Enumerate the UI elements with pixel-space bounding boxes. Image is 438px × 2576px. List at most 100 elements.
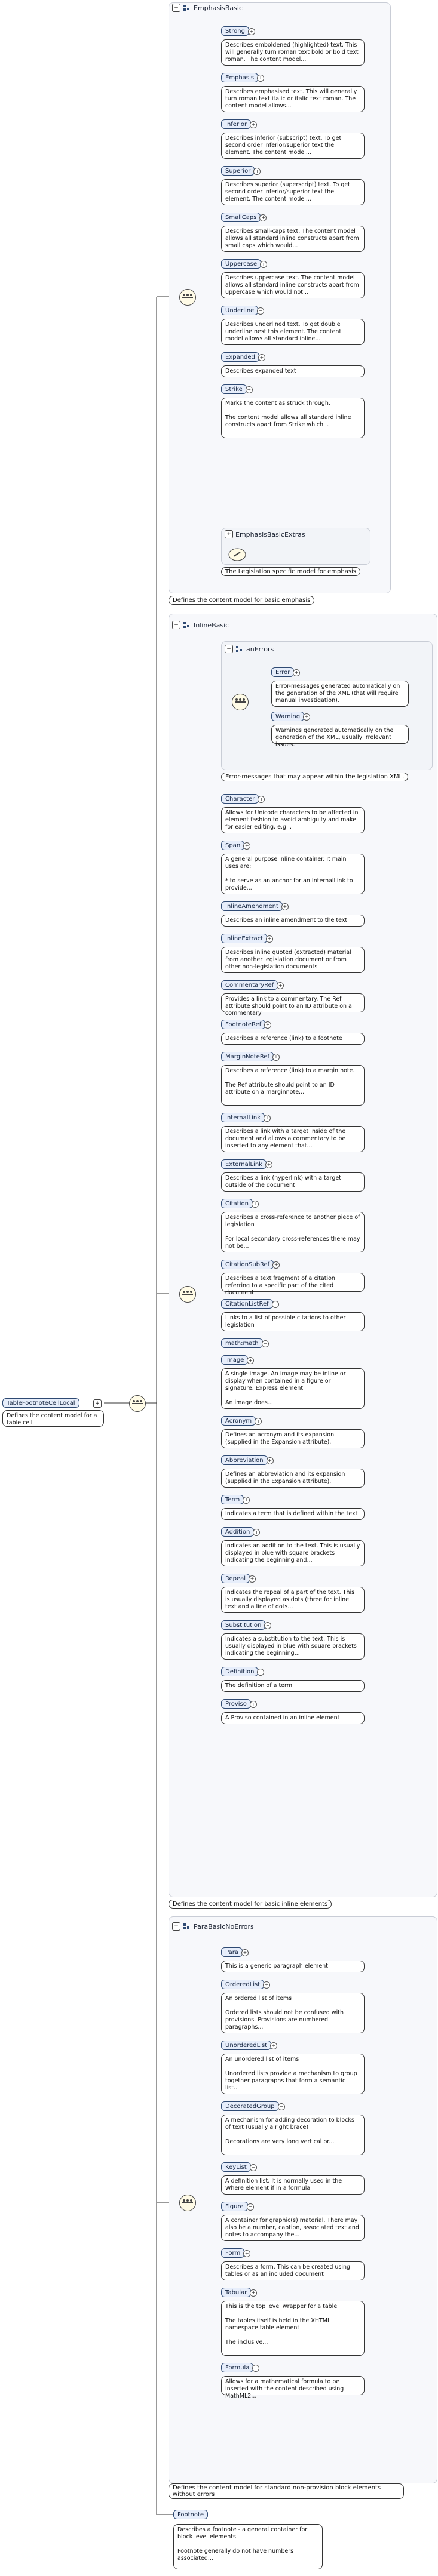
expand-icon[interactable]: + (270, 2042, 278, 2049)
element-Definition[interactable]: Definition+ (221, 1667, 265, 1676)
element-Repeal[interactable]: Repeal+ (221, 1574, 256, 1583)
element-Strike[interactable]: Strike+ (221, 384, 253, 394)
element-math-math[interactable]: math:math+ (221, 1338, 269, 1348)
element-SmallCaps[interactable]: SmallCaps+ (221, 213, 267, 222)
expand-icon[interactable]: + (253, 1529, 261, 1536)
element-Footnote[interactable]: Footnote (173, 2510, 209, 2519)
element-doc: Describes emboldened (highlighted) text.… (221, 39, 365, 66)
expand-icon[interactable]: + (277, 2103, 285, 2110)
expand-icon[interactable]: + (249, 2164, 257, 2171)
expand-icon[interactable]: + (277, 982, 284, 989)
expand-icon[interactable]: + (266, 935, 274, 943)
expand-icon[interactable]: + (260, 261, 268, 268)
expand-icon[interactable]: + (246, 2203, 254, 2211)
expand-icon[interactable]: + (281, 903, 289, 910)
expand-icon[interactable]: + (241, 1949, 249, 1956)
element-InternalLink[interactable]: InternalLink+ (221, 1113, 271, 1122)
expand-icon[interactable]: + (258, 354, 265, 361)
expand-icon[interactable]: + (257, 307, 265, 315)
expand-icon[interactable]: + (303, 713, 311, 721)
expand-icon[interactable]: + (249, 1701, 257, 1708)
para-choice-icon (179, 2195, 196, 2211)
expand-icon[interactable]: + (243, 2250, 251, 2257)
element-doc: Describes a link (hyperlink) with a targ… (221, 1172, 365, 1192)
group-errors-footer: Error-messages that may appear within th… (221, 773, 409, 781)
element-CitationListRef[interactable]: CitationListRef+ (221, 1299, 279, 1309)
element-Character[interactable]: Character+ (221, 794, 265, 804)
element-Proviso[interactable]: Proviso+ (221, 1699, 257, 1709)
element-doc: A single image. An image may be inline o… (221, 1368, 365, 1409)
element-doc: Describes inline quoted (extracted) mate… (221, 947, 365, 973)
element-ExternalLink[interactable]: ExternalLink+ (221, 1159, 272, 1169)
element-InlineExtract[interactable]: InlineExtract+ (221, 934, 274, 943)
element-DecoratedGroup[interactable]: DecoratedGroup+ (221, 2101, 285, 2111)
element-Abbreviation[interactable]: Abbreviation+ (221, 1455, 274, 1465)
expand-icon[interactable]: + (264, 1115, 271, 1122)
element-Emphasis[interactable]: Emphasis+ (221, 73, 265, 82)
expand-icon[interactable]: + (250, 121, 258, 128)
group-emphasis-extras-footer: The Legislation specific model for empha… (221, 567, 361, 576)
element-Superior[interactable]: Superior+ (221, 166, 261, 176)
element-KeyList[interactable]: KeyList+ (221, 2162, 257, 2172)
expand-icon[interactable]: + (265, 1161, 272, 1168)
expand-icon[interactable]: + (252, 2365, 260, 2372)
expand-icon[interactable]: + (245, 386, 253, 393)
collapse-icon[interactable]: − (172, 4, 180, 12)
expand-icon[interactable]: + (247, 28, 255, 35)
expand-icon[interactable]: + (264, 1622, 272, 1629)
expand-icon[interactable]: + (293, 669, 301, 676)
expand-icon[interactable]: + (255, 1418, 262, 1425)
element-CommentaryRef[interactable]: CommentaryRef+ (221, 980, 284, 990)
element-Tabular[interactable]: Tabular+ (221, 2288, 258, 2297)
element-Image[interactable]: Image+ (221, 1355, 255, 1365)
element-InlineAmendment[interactable]: InlineAmendment+ (221, 901, 289, 911)
element-Underline[interactable]: Underline+ (221, 306, 265, 315)
element-Expanded[interactable]: Expanded+ (221, 352, 265, 362)
root-element-TableFootnoteCellLocal[interactable]: TableFootnoteCellLocal (2, 1398, 79, 1408)
expand-icon[interactable]: + (253, 168, 261, 175)
expand-icon[interactable]: + (271, 1301, 279, 1308)
element-Acronym[interactable]: Acronym+ (221, 1416, 262, 1426)
expand-icon[interactable]: + (247, 1357, 255, 1364)
element-Para[interactable]: Para+ (221, 1947, 249, 1957)
expand-icon[interactable]: + (257, 75, 265, 82)
expand-icon[interactable]: + (261, 1340, 269, 1347)
expand-icon[interactable]: + (264, 1021, 272, 1029)
element-Form[interactable]: Form+ (221, 2248, 251, 2258)
element-CitationSubRef[interactable]: CitationSubRef+ (221, 1260, 280, 1269)
expand-icon[interactable]: + (251, 1201, 259, 1208)
expand-icon[interactable]: + (249, 1575, 256, 1583)
expand-icon[interactable]: + (259, 214, 267, 221)
element-Formula[interactable]: Formula+ (221, 2363, 260, 2372)
element-Warning[interactable]: Warning+ (271, 712, 311, 721)
expand-icon[interactable]: + (258, 796, 265, 803)
element-Inferior[interactable]: Inferior+ (221, 119, 258, 129)
element-Citation[interactable]: Citation+ (221, 1199, 259, 1208)
element-Uppercase[interactable]: Uppercase+ (221, 259, 268, 269)
element-Addition[interactable]: Addition+ (221, 1527, 261, 1537)
element-doc: An unordered list of items Unordered lis… (221, 2054, 365, 2094)
element-MarginNoteRef[interactable]: MarginNoteRef+ (221, 1052, 280, 1061)
element-FootnoteRef[interactable]: FootnoteRef+ (221, 1020, 272, 1029)
element-Substitution[interactable]: Substitution+ (221, 1620, 272, 1630)
expand-icon[interactable]: + (257, 1669, 265, 1676)
element-doc: Describes uppercase text. The content mo… (221, 272, 365, 298)
expand-icon[interactable]: + (243, 842, 251, 850)
element-Figure[interactable]: Figure+ (221, 2202, 254, 2211)
element-Term[interactable]: Term+ (221, 1495, 250, 1504)
expand-icon[interactable]: + (263, 1981, 271, 1989)
legacy-icon (228, 548, 246, 561)
element-UnorderedList[interactable]: UnorderedList+ (221, 2041, 278, 2050)
element-Strong[interactable]: Strong+ (221, 26, 255, 36)
expand-icon[interactable]: + (243, 1497, 250, 1504)
element-doc: An ordered list of items Ordered lists s… (221, 1993, 365, 2033)
root-expand-icon[interactable]: + (93, 1399, 102, 1408)
expand-icon[interactable]: + (272, 1261, 280, 1269)
expand-icon[interactable]: + (250, 2289, 258, 2297)
element-OrderedList[interactable]: OrderedList+ (221, 1980, 271, 1989)
expand-icon[interactable]: + (266, 1457, 274, 1464)
expand-icon[interactable]: + (272, 1054, 280, 1061)
element-Span[interactable]: Span+ (221, 841, 251, 850)
element-Error[interactable]: Error+ (271, 667, 301, 677)
